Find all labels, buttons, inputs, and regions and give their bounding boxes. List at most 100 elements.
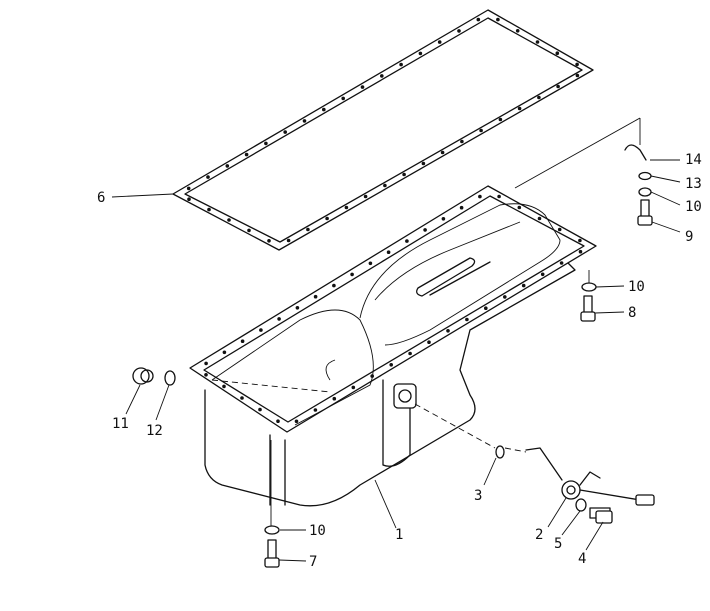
bolt-hole [351,385,356,390]
callout-12: 14 [685,152,702,168]
bolt-hole [423,228,427,232]
bolt-hole [517,205,522,210]
washer-10-right [581,282,597,292]
callout-4: 4 [578,551,586,567]
bolt-hole [332,283,336,288]
callout-14: 12 [146,423,163,439]
bolt-hole [446,329,450,333]
callout-2: 2 [535,527,543,543]
bolt-hole [370,374,375,378]
washer-5 [575,498,587,512]
bolt-hole [427,340,431,345]
bolt-hole [459,205,464,210]
bolt-hole [479,128,483,133]
clip-12 [624,144,647,161]
bolt-hole [540,272,545,277]
oil-pan [189,185,597,507]
callout-9: 9 [685,229,693,245]
bolt-hole [206,175,210,179]
callout-10-bottom: 10 [309,523,326,539]
bolt-hole [204,361,208,366]
bolt-4 [589,507,613,524]
bolt-hole [402,172,406,177]
bolt-hole [332,396,337,401]
bolt-hole [405,239,409,243]
callout-10-top: 10 [685,199,702,215]
bolt-9 [637,199,653,226]
bolt-hole [521,283,526,288]
drain-boss [393,383,417,409]
bolt-hole [186,186,191,191]
bolt-hole [225,164,230,168]
washer-11 [638,171,652,181]
bolt-hole [537,95,541,100]
washer-10-bottom [264,525,280,535]
callout-5: 5 [554,536,562,552]
bolt-hole [267,239,271,243]
bolt-hole [408,351,412,356]
o-ring-14 [164,370,176,386]
bolt-hole [418,51,423,56]
bolt-hole [363,194,368,199]
bolt-hole [313,294,318,299]
bolt-hole [441,217,446,221]
bolt-hole [460,139,464,144]
bolt-hole [325,216,329,221]
bolt-hole [457,29,461,33]
bolt-hole [484,306,488,311]
bolt-hole [283,130,288,134]
bolt-hole [344,205,349,210]
callout-7: 7 [309,554,317,570]
bolt-hole [350,272,354,277]
callout-11: 13 [685,176,702,192]
bolt-hole [244,152,249,157]
bolt-hole [204,373,208,377]
bolt-hole [240,396,244,400]
bolt-hole [341,96,346,101]
callout-3: 3 [474,488,482,504]
bolt-hole [476,17,481,22]
bolt-hole [421,161,426,166]
bolt-hole [497,194,501,199]
callout-13: 11 [112,416,129,432]
bolt-hole [389,363,394,367]
bolt-hole [277,317,281,321]
bolt-hole [386,250,391,254]
bolt-hole [537,216,542,221]
bolt-hole [227,218,231,222]
leaders [111,117,681,562]
bolt-hole [302,119,307,123]
bolt-hole [578,238,582,243]
bolt-hole [578,249,583,254]
bolt-hole [360,85,365,89]
bolt-hole [517,106,522,111]
bolt-hole [380,74,384,78]
o-ring-3 [495,445,505,459]
bolt-hole [322,107,326,112]
bolt-hole [295,306,300,310]
bolt-hole [222,384,226,389]
bolt-hole [478,194,482,199]
callout-labels: 6 14 13 10 9 10 8 11 12 3 1 10 7 2 5 4 [97,152,702,570]
bolt-hole [555,51,560,55]
washer-10-top [638,187,652,197]
bolt-hole [515,29,520,33]
bolt-hole [535,40,540,44]
bolt-hole [575,62,579,67]
sensor [525,447,655,506]
bolt-hole [496,17,500,22]
bolt-hole [368,261,373,266]
bolt-hole [222,350,227,355]
bolt-hole [259,328,263,332]
callout-8: 8 [628,305,636,321]
drain-plug [132,367,154,385]
bolt-hole [559,261,564,265]
bolt-7 [264,539,280,568]
bolt-hole [575,73,580,78]
bolt-hole [258,407,262,412]
bolt-hole [503,295,507,299]
bolt-hole [264,141,268,146]
bolt-hole [187,197,191,201]
bolt-hole [313,408,318,412]
